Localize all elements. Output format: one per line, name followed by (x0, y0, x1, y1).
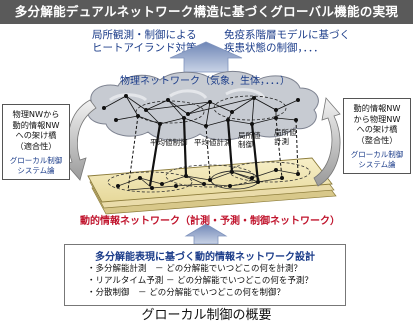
left-bridge-box: 物理NWから 動的情報NW への架け橋 （適合性） グローカル制御 システム論 (2, 104, 70, 180)
diagram-title: 多分解能デュアルネットワーク構造に基づくグローバル機能の実現 (0, 0, 413, 24)
design-item: ・リアルタイム予測 － どの分解能でいつどこの何を予測？ (87, 276, 313, 286)
avg-measure-label: 平均値計測 (194, 138, 232, 147)
design-title: 多分解能表現に基づく動的情報ネットワーク設計 (95, 252, 315, 263)
right-box-line: 動的情報NW (353, 103, 401, 113)
local-measure-label: 局所値 計測 (274, 128, 297, 146)
design-box: 多分解能表現に基づく動的情報ネットワーク設計 ・多分解能計測 － どの分解能でい… (64, 244, 346, 306)
inter-layer-links (127, 115, 299, 191)
top-right-line: 免疫系階層モデルに基づく (224, 29, 350, 41)
local-control-label: 局所値 制御 (238, 131, 261, 149)
left-box-line: 動的情報NW (12, 119, 60, 130)
top-left-description: 局所観測・制御による ヒートアイランド対策 (92, 29, 197, 55)
figure-caption: グローカル制御の概要 (141, 308, 272, 323)
right-bridge-box: 動的情報NW から物理NW への架け橋 （整合性） グローカル制御 システム論 (343, 98, 411, 174)
left-box-sub-line: グローカル制御 (9, 156, 63, 165)
top-right-description: 免疫系階層モデルに基づく 疾患状態の制御，．．． (224, 29, 350, 55)
upward-arrow-top (169, 41, 243, 73)
right-curved-arrow (313, 97, 341, 187)
design-item: ・分散制御 － どの分解能でいつどこの何を制御？ (87, 288, 285, 298)
local-measure-line: 局所値 (274, 128, 297, 137)
right-box-line: （整合性） (356, 134, 398, 145)
right-box-sub-line: グローカル制御 (350, 150, 404, 159)
top-right-line: 疾患状態の制御，．．． (224, 42, 324, 54)
avg-control-label: 平均値制御 (150, 138, 188, 147)
info-network-plane (87, 157, 337, 215)
local-measure-line: 計測 (274, 137, 289, 146)
local-control-line: 局所値 (238, 131, 261, 140)
left-box-subtitle: グローカル制御 システム論 (5, 156, 67, 175)
right-box-subtitle: グローカル制御 システム論 (346, 150, 408, 169)
right-box-line: から物理NW (353, 113, 401, 124)
info-network-label: 動的情報ネットワーク（計測・予測・制御ネットワーク） (80, 216, 340, 227)
right-box-line: への架け橋 (356, 124, 398, 134)
upward-arrow-bottom (184, 223, 228, 245)
left-box-sub-line: システム論 (17, 165, 55, 175)
left-box-line: 物理NWから (12, 109, 60, 119)
design-item: ・多分解能計測 － どの分解能でいつどこの何を計測？ (87, 264, 302, 274)
physical-network-label: 物理ネットワーク（気象，生体，．．．） (120, 76, 290, 87)
left-curved-arrow (65, 99, 97, 181)
left-box-line: への架け橋 (15, 130, 57, 140)
top-left-line: ヒートアイランド対策 (92, 42, 197, 54)
right-box-sub-line: システム論 (358, 159, 396, 169)
physical-network-cloud (87, 71, 319, 141)
left-box-line: （適合性） (15, 140, 57, 151)
top-left-line: 局所観測・制御による (92, 29, 197, 41)
local-control-line: 制御 (238, 140, 253, 149)
